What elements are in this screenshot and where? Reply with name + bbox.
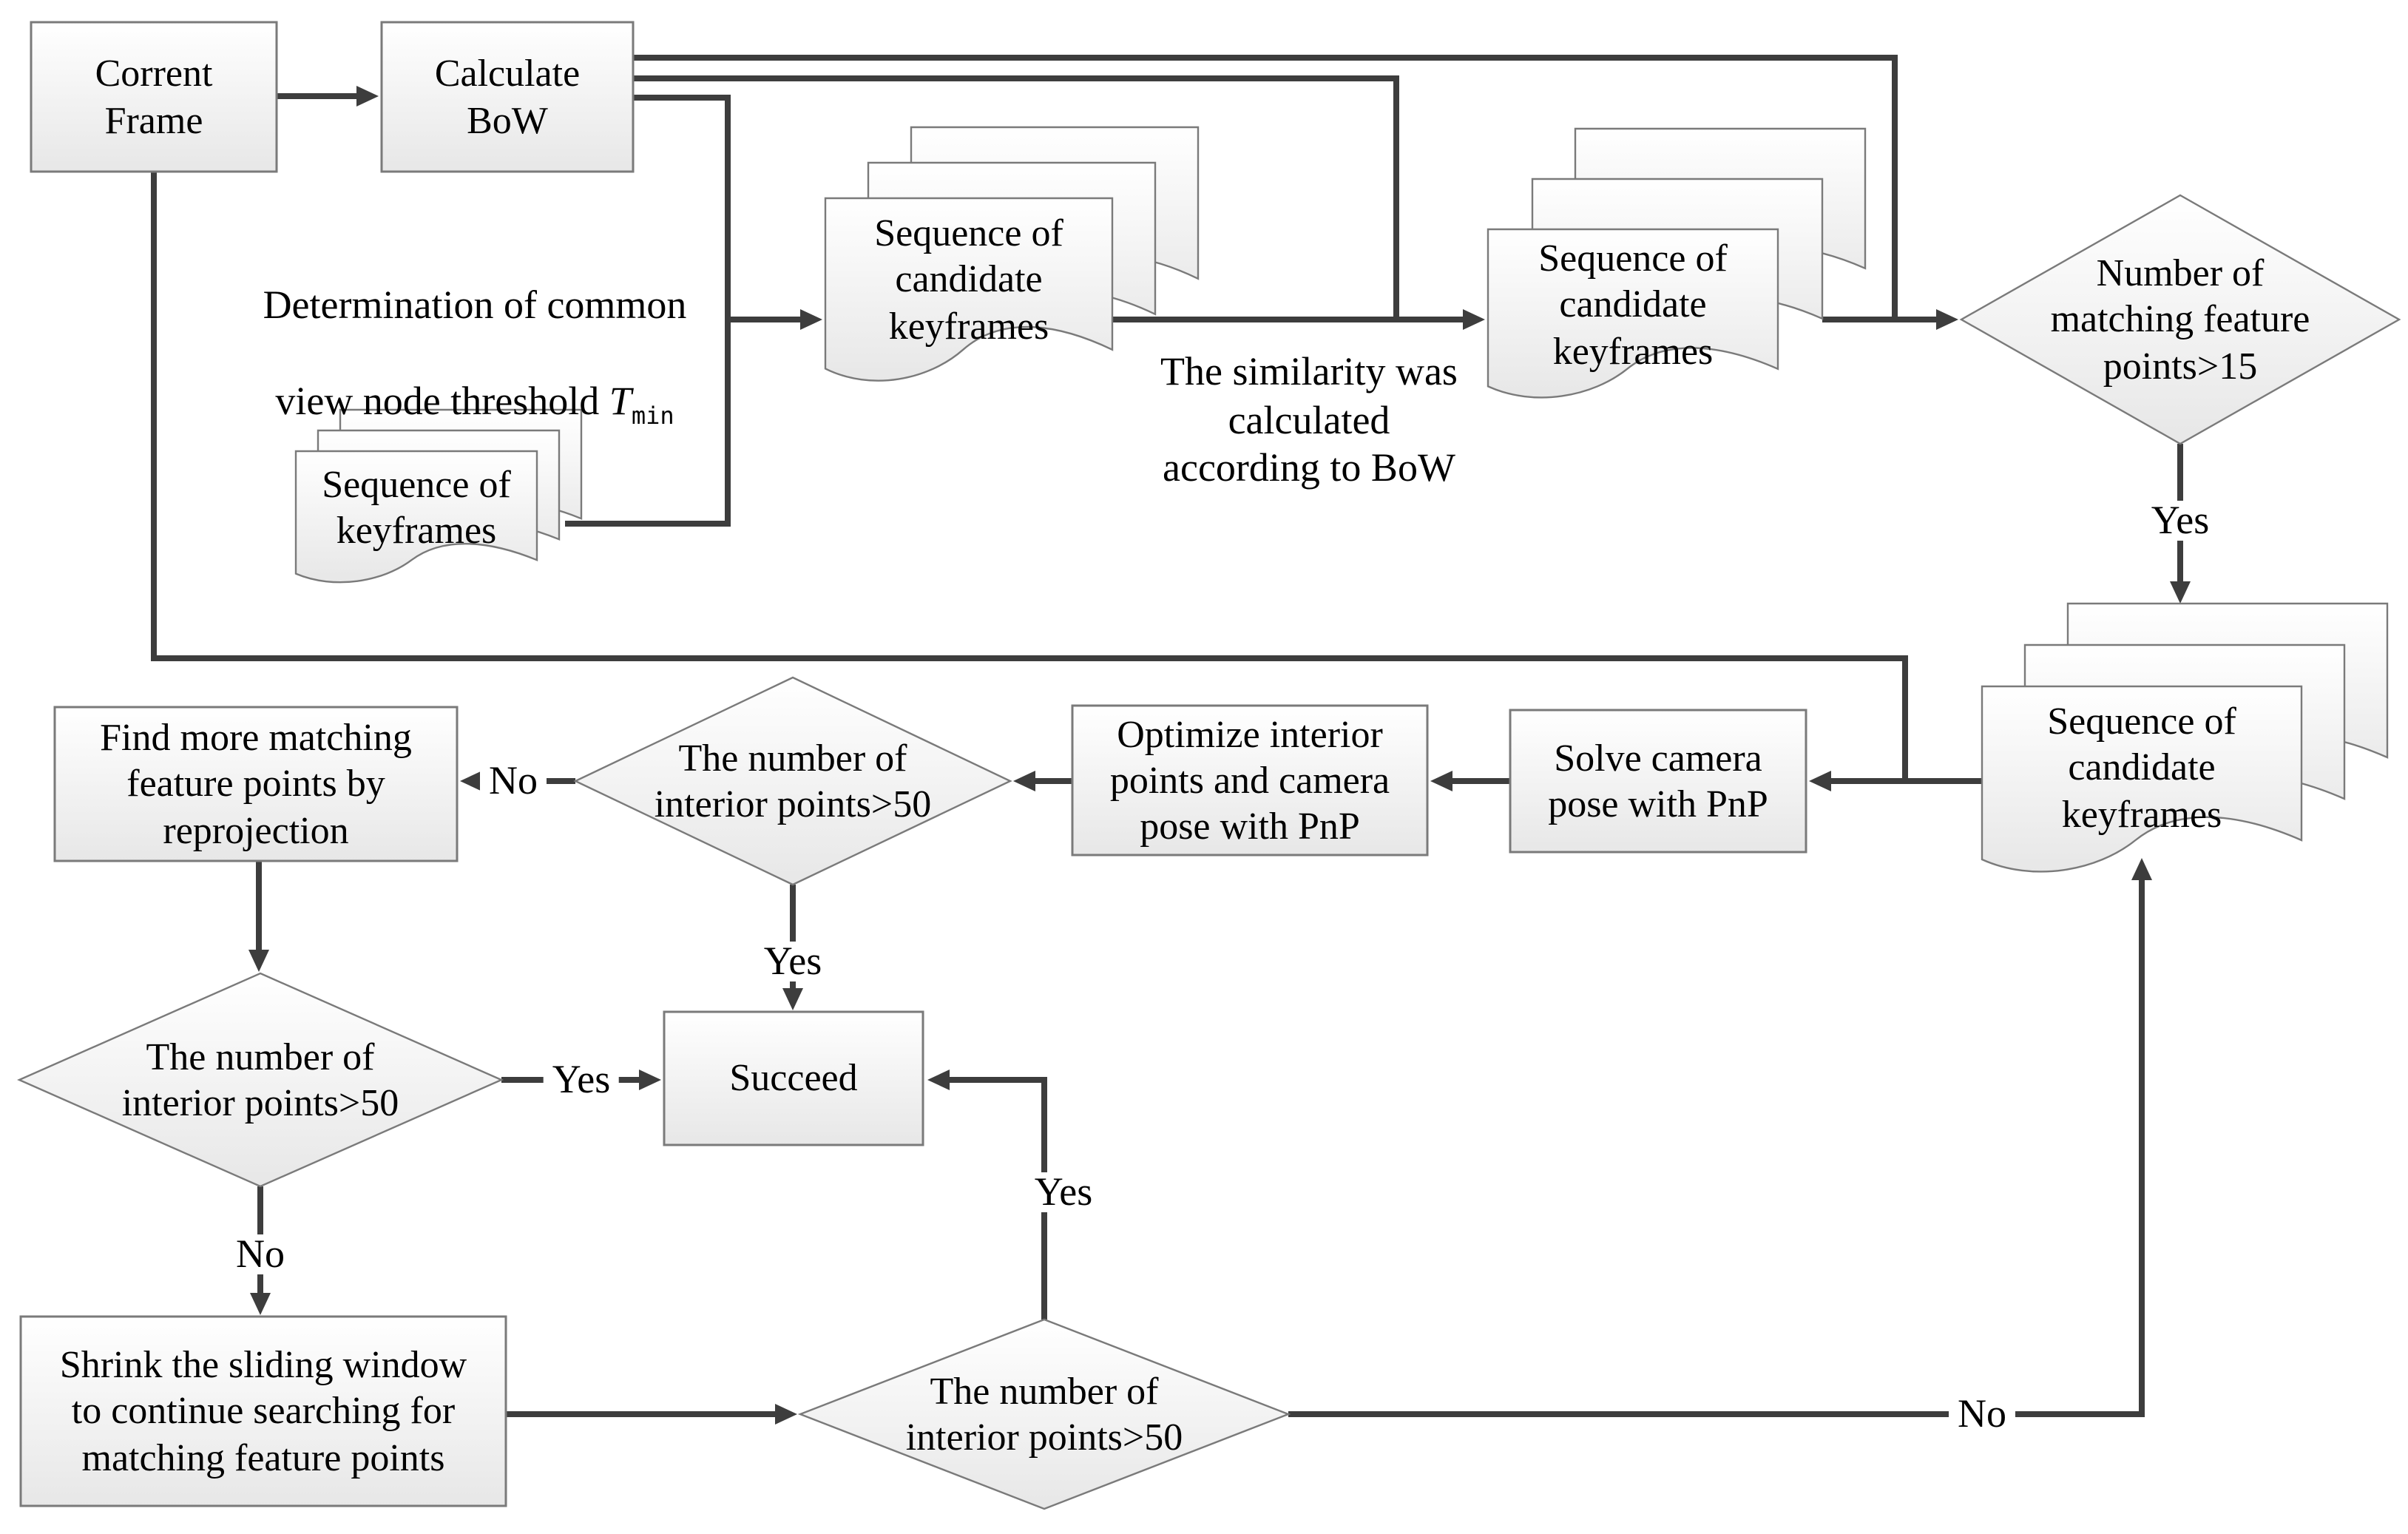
label-yes-match15: Yes <box>2142 500 2219 541</box>
doc-candloop-page1 <box>1981 685 2303 873</box>
threshold-subscript: min <box>631 402 674 430</box>
label-solve-pnp: Solve camera pose with PnP <box>1548 736 1768 825</box>
label-shrink-window: Shrink the sliding window to continue se… <box>59 1343 467 1479</box>
edge-interiorbottom-yes-to-succeed <box>945 1077 1047 1320</box>
label-current-frame: Corrent Frame <box>95 52 213 141</box>
box-shrink-window <box>19 1315 507 1507</box>
box-succeed <box>663 1010 924 1146</box>
edge-interiorbottom-no-to-candloop <box>1288 876 2145 1417</box>
label-calculate-bow: Calculate BoW <box>434 52 581 141</box>
box-solve-pnp <box>1509 709 1807 854</box>
label-interior-top: The number of interior points>50 <box>654 736 932 825</box>
arrowhead-into-candloop-top <box>2170 581 2191 604</box>
doc-keyframes-page1 <box>294 450 538 584</box>
arrowhead-into-interiorbottom <box>775 1404 797 1425</box>
arrowhead-into-interiorleft <box>248 950 269 972</box>
threshold-line2: view node threshold <box>275 379 609 424</box>
label-similarity-annotation: The similarity was calculated according … <box>1160 349 1458 490</box>
doc-candmid-page1 <box>824 197 1114 382</box>
decision-diamonds <box>17 194 2401 1510</box>
arrowhead-into-calcbow <box>356 86 379 107</box>
arrowhead-into-succeed-right <box>927 1070 950 1090</box>
label-yes-interior-bottom: Yes <box>1025 1172 1102 1212</box>
label-interior-bottom: The number of interior points>50 <box>905 1369 1183 1459</box>
arrowhead-into-shrink <box>250 1293 271 1315</box>
label-no-interior-bottom: No <box>1949 1393 2015 1434</box>
label-threshold-annotation: Determination of common view node thresh… <box>194 234 756 430</box>
label-no-interior-top: No <box>480 760 547 801</box>
threshold-line1: Determination of common <box>263 283 687 328</box>
arrowhead-into-findmore <box>460 771 482 791</box>
arrowhead-into-optimize <box>1430 771 1452 791</box>
edge-calcbow-mid-to-candright <box>633 75 1399 320</box>
document-stacks <box>294 126 2389 873</box>
diamond-interior-left <box>17 972 504 1188</box>
label-optimize-pnp: Optimize interior points and camera pose… <box>1109 712 1390 848</box>
arrowhead-into-interiortop <box>1013 771 1035 791</box>
label-seq-keyframes: Sequence of keyframes <box>322 462 511 552</box>
arrowhead-into-candmid <box>800 309 822 330</box>
edge-currentframe-to-solve <box>151 172 1908 781</box>
edge-calcbow-bottom-to-keyframes <box>565 95 731 527</box>
box-calculate-bow <box>380 21 635 173</box>
diamond-interior-top <box>573 676 1012 886</box>
edge-calcbow-top-to-match15 <box>633 55 1898 320</box>
box-optimize-pnp <box>1071 704 1429 856</box>
label-interior-left: The number of interior points>50 <box>121 1035 399 1124</box>
edge-arrowheads <box>248 86 2191 1425</box>
diamond-interior-bottom <box>797 1318 1291 1510</box>
doc-candright-page1 <box>1487 228 1779 399</box>
label-yes-interior-top: Yes <box>754 941 831 981</box>
label-yes-interior-left: Yes <box>543 1059 620 1100</box>
label-find-more: Find more matching feature points by rep… <box>100 716 412 852</box>
diamond-match15 <box>1959 194 2401 445</box>
box-find-more <box>53 706 459 862</box>
label-seq-candidate-right: Sequence of candidate keyframes <box>1538 237 1728 373</box>
label-seq-candidate-mid: Sequence of candidate keyframes <box>874 212 1063 348</box>
box-current-frame <box>30 21 278 173</box>
process-boxes <box>19 21 1807 1507</box>
threshold-symbol: T <box>609 379 632 424</box>
arrowhead-into-succeed-top <box>782 988 803 1010</box>
arrowhead-into-solve <box>1809 771 1831 791</box>
arrowhead-into-candright <box>1463 309 1485 330</box>
label-succeed: Succeed <box>729 1056 858 1100</box>
arrowhead-into-candloop-bottom <box>2131 858 2152 880</box>
label-no-interior-left: No <box>227 1234 294 1274</box>
arrowhead-into-match15 <box>1936 309 1958 330</box>
label-seq-candidate-loop: Sequence of candidate keyframes <box>2047 700 2236 836</box>
label-match15: Number of matching feature points>15 <box>2050 251 2310 388</box>
arrowhead-into-succeed-left <box>639 1070 661 1090</box>
